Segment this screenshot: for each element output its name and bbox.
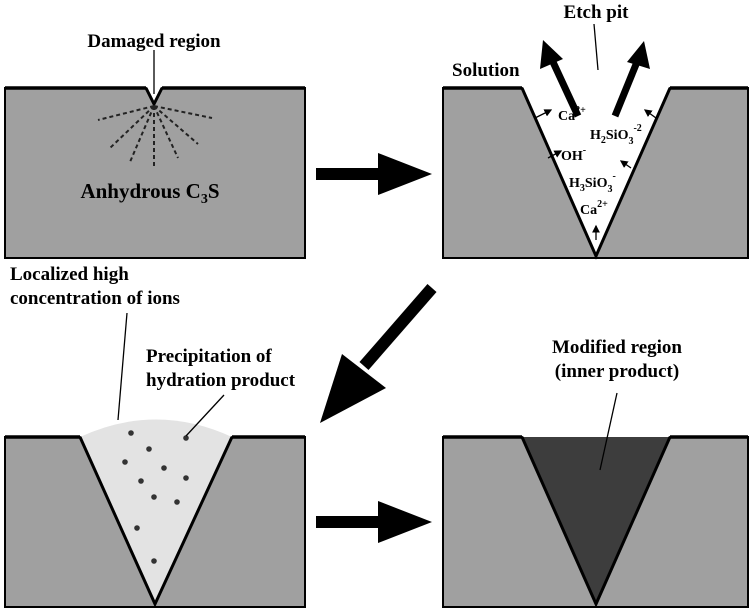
panel-modified-region: Modified region (inner product) bbox=[442, 337, 749, 608]
etch-pit-label: Etch pit bbox=[564, 2, 630, 23]
process-arrow-right-bottom bbox=[316, 501, 432, 543]
precipitation-label-line1: Precipitation of bbox=[146, 346, 272, 367]
panel-damaged-surface: Damaged region Anhydrous C3S bbox=[4, 31, 306, 259]
damaged-region-label: Damaged region bbox=[87, 31, 221, 52]
ion-ca-bottom: Ca2+ bbox=[580, 199, 608, 218]
etch-pit-leader bbox=[593, 23, 599, 71]
ion-oh: OH- bbox=[561, 145, 586, 164]
localized-ions-label-line2: concentration of ions bbox=[10, 288, 180, 309]
ion-h2sio3: H2SiO3-2 bbox=[590, 123, 642, 147]
precipitation-label-line2: hydration product bbox=[146, 370, 296, 391]
ion-h3sio3: H3SiO3- bbox=[569, 171, 616, 195]
modified-region-leader bbox=[599, 392, 618, 471]
dissolution-arrow-left bbox=[540, 40, 563, 69]
ion-flux-arrows bbox=[534, 109, 657, 240]
panel-etch-pit: Etch pit Solution Ca2+ H2SiO3-2 OH- H3Si… bbox=[442, 2, 749, 260]
damage-crack-lines bbox=[97, 105, 213, 168]
dissolution-arrow-right bbox=[627, 41, 650, 69]
localized-ions-label-line1: Localized high bbox=[10, 264, 129, 285]
modified-region-label-line2: (inner product) bbox=[555, 361, 679, 382]
process-arrow-diagonal bbox=[320, 284, 437, 423]
etch-pit-solution bbox=[522, 88, 670, 256]
ion-ca-top: Ca2+ bbox=[558, 105, 586, 124]
process-arrow-right-top bbox=[316, 153, 432, 195]
ion-concentration-cloud bbox=[80, 419, 232, 604]
inner-product-region bbox=[522, 437, 670, 604]
localized-ions-leader bbox=[117, 312, 128, 421]
anhydrous-c3s-label: Anhydrous C3S bbox=[80, 179, 219, 207]
precipitation-leader bbox=[185, 394, 225, 437]
solution-label: Solution bbox=[452, 60, 520, 81]
panel-precipitation: Localized high concentration of ions Pre… bbox=[4, 264, 306, 608]
modified-region-label-line1: Modified region bbox=[552, 337, 682, 358]
precipitate-particles bbox=[122, 430, 189, 564]
